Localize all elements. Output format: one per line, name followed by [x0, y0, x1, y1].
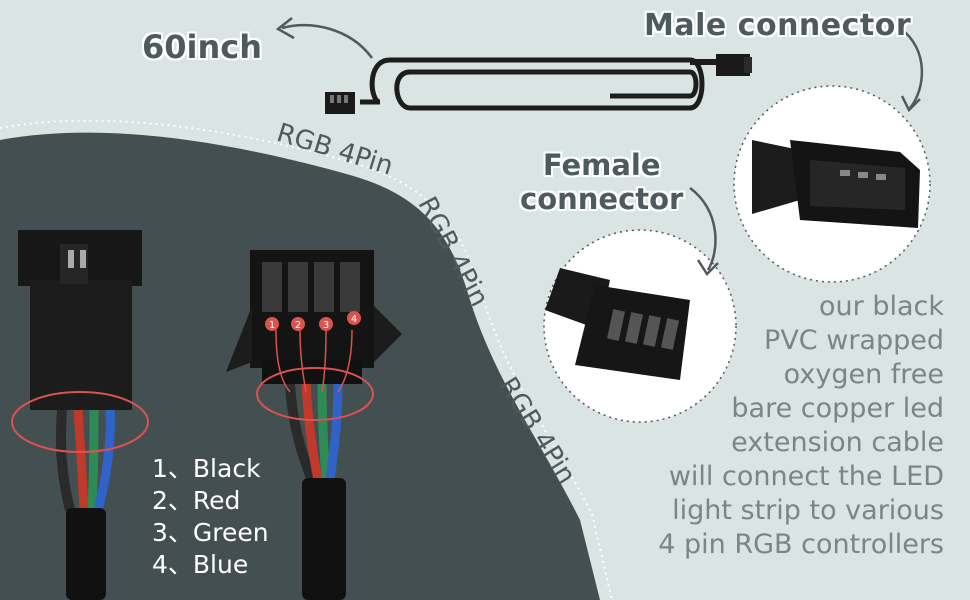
pin-number-4: 4	[351, 314, 357, 325]
male-plug-small	[716, 54, 750, 76]
description-line: oxygen free	[783, 359, 944, 390]
male-connector-closeup	[733, 85, 931, 283]
male-connector-label: Male connector	[644, 8, 912, 43]
large-female-connector: 1 2 3 4	[226, 250, 402, 600]
pin-number-2: 2	[295, 320, 301, 331]
description-line: will connect the LED	[668, 461, 944, 492]
female-label-line1: Female	[542, 148, 661, 182]
male-arrow	[899, 26, 924, 109]
description-line: light strip to various	[672, 495, 944, 526]
cable-length-label: 60inch	[142, 28, 263, 66]
wire-legend-item: 1、Black	[152, 454, 261, 483]
female-label-line2: connector	[520, 182, 684, 216]
wire-legend-item: 4、Blue	[152, 550, 249, 579]
female-connector-label: Female connector	[520, 148, 683, 216]
large-male-connector	[11, 230, 149, 600]
description-line: our black	[819, 291, 944, 322]
product-description: our black PVC wrapped oxygen free bare c…	[658, 290, 944, 562]
female-arrow	[689, 186, 717, 271]
description-line: bare copper led	[731, 393, 944, 424]
female-connector-closeup	[543, 229, 737, 423]
wire-color-legend: 1、Black 2、Red 3、Green 4、Blue	[152, 453, 269, 581]
description-line: PVC wrapped	[764, 325, 944, 356]
pin-number-3: 3	[323, 320, 329, 331]
description-line: 4 pin RGB controllers	[658, 529, 944, 560]
description-line: extension cable	[731, 427, 944, 458]
male-arrowhead	[900, 95, 921, 113]
length-arrow	[281, 23, 374, 59]
pin-number-1: 1	[269, 320, 275, 331]
wire-legend-item: 2、Red	[152, 486, 241, 515]
cable-coil	[325, 54, 752, 114]
female-arrowhead	[696, 259, 719, 276]
length-arrowhead	[275, 17, 295, 40]
wire-legend-item: 3、Green	[152, 518, 269, 547]
